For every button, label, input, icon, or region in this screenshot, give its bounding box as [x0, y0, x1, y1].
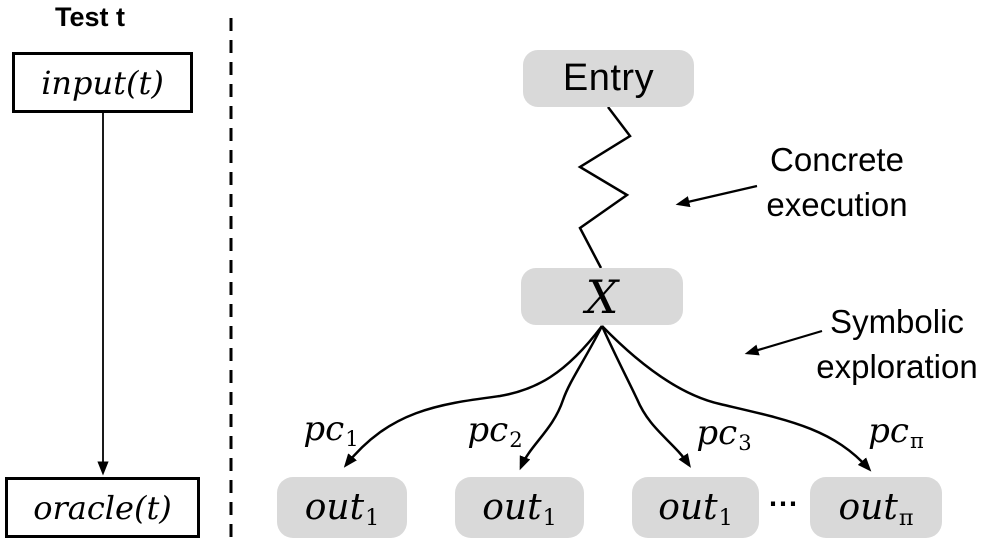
pc-label-base: pc	[303, 409, 345, 449]
input-label: input(t)	[41, 63, 164, 102]
pc-label-base: pc	[868, 411, 909, 451]
concrete-zigzag-line	[577, 106, 632, 269]
pc-label-2: pc2	[467, 410, 523, 452]
pc-label-base: pc	[696, 413, 738, 453]
pc-label-4: pcπ	[868, 411, 924, 453]
pc-label-sub: 2	[509, 426, 523, 452]
out-node-2: out1	[455, 477, 584, 538]
out-label-base: out	[658, 487, 718, 528]
concrete-annotation-arrow	[675, 184, 758, 208]
entry-node: Entry	[523, 50, 694, 107]
out-label-sub: π	[898, 505, 914, 532]
out-label-base: out	[304, 487, 365, 528]
out-node-4: outπ	[810, 477, 942, 538]
out-node-3: out1	[632, 477, 759, 538]
pc-label-base: pc	[467, 410, 509, 450]
branch-curve-4	[601, 325, 872, 472]
branch-curve-1	[343, 325, 603, 468]
out-label-2: out1	[482, 487, 557, 532]
pc-label-3: pc3	[696, 413, 752, 455]
pc-label-sub: π	[909, 427, 924, 453]
annotation-line: execution	[766, 186, 908, 223]
out-label-base: out	[482, 487, 542, 528]
annotation-line: exploration	[816, 348, 978, 385]
pc-label-sub: 1	[345, 425, 359, 451]
oracle-label: oracle(t)	[33, 488, 172, 527]
oracle-box: oracle(t)	[5, 477, 200, 538]
input-box: input(t)	[12, 52, 193, 113]
test-title: Test t	[54, 2, 125, 32]
ellipsis: ⋯	[768, 487, 800, 521]
annotation-concrete-execution: Concrete execution	[766, 137, 907, 227]
symbolic-annotation-arrow	[744, 329, 823, 356]
state-node: X	[521, 268, 683, 325]
branch-curve-3	[600, 325, 691, 468]
out-node-1: out1	[277, 477, 407, 538]
out-label-sub: 1	[542, 505, 557, 532]
out-label-1: out1	[304, 487, 380, 532]
annotation-symbolic-exploration: Symbolic exploration	[816, 299, 977, 389]
out-label-sub: 1	[365, 505, 380, 532]
out-label-3: out1	[658, 487, 733, 532]
pc-label-1: pc1	[303, 409, 359, 451]
state-label: X	[585, 269, 619, 324]
branch-curve-2	[519, 325, 604, 471]
entry-label: Entry	[562, 57, 655, 99]
pc-label-sub: 3	[738, 429, 752, 455]
out-label-sub: 1	[718, 505, 733, 532]
out-label-base: out	[838, 487, 898, 528]
annotation-line: Symbolic	[830, 303, 964, 340]
out-label-4: outπ	[838, 487, 914, 532]
annotation-line: Concrete	[770, 141, 904, 178]
